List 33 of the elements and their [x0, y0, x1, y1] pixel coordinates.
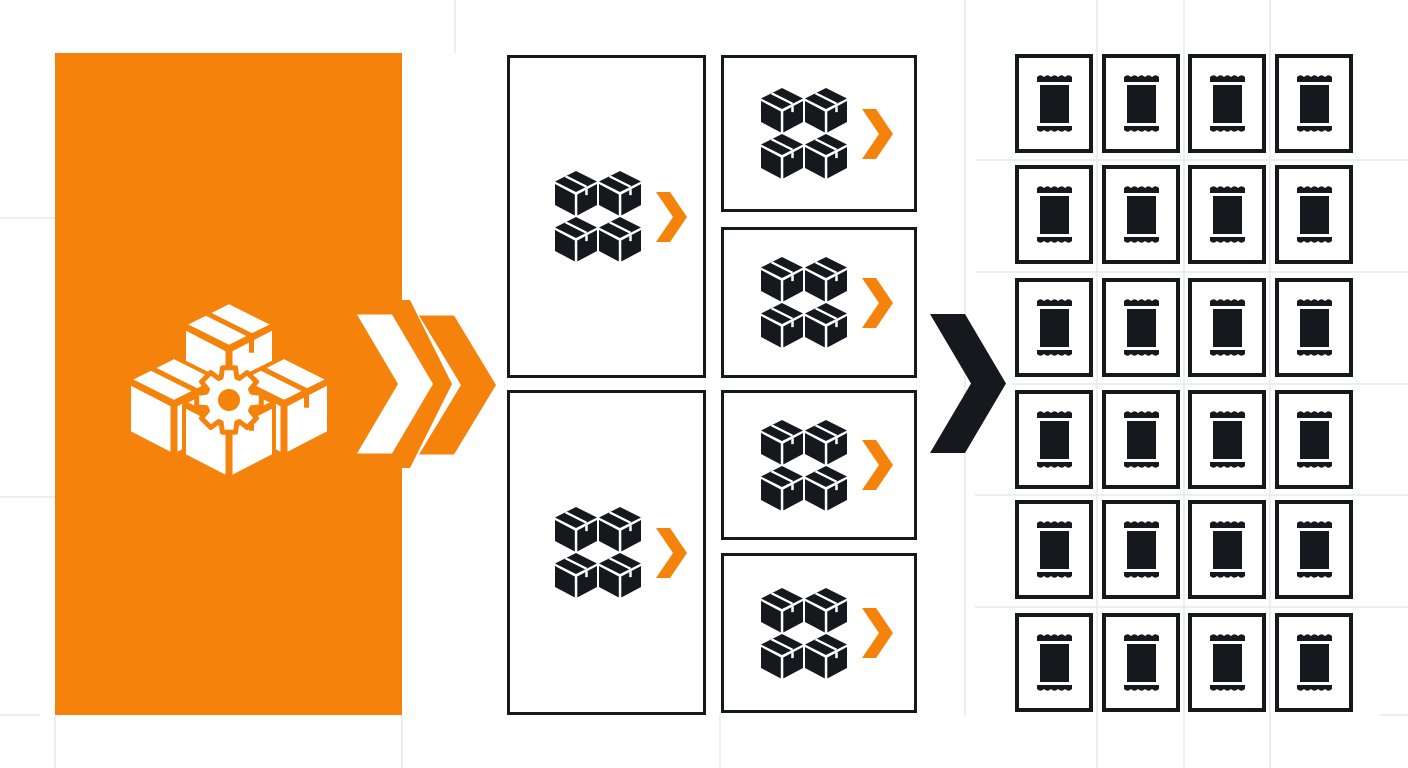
- batch-box: [507, 390, 706, 715]
- item-box: [1102, 390, 1180, 489]
- item-box: [1188, 278, 1266, 377]
- item-box: [1015, 500, 1093, 599]
- item-box: [1015, 165, 1093, 264]
- item-box: [1102, 613, 1180, 712]
- item-box: [1275, 500, 1353, 599]
- item-box: [1188, 390, 1266, 489]
- source-panel: [55, 53, 452, 715]
- item-box: [1015, 613, 1093, 712]
- item-box: [1102, 165, 1180, 264]
- batch-box: [507, 55, 706, 378]
- item-box: [1275, 54, 1353, 153]
- chevron-arrow: [419, 315, 496, 455]
- item-box: [1275, 390, 1353, 489]
- item-box: [1102, 54, 1180, 153]
- batch-box: [721, 390, 917, 540]
- item-box: [1188, 500, 1266, 599]
- item-box: [1275, 613, 1353, 712]
- item-box: [1015, 278, 1093, 377]
- item-box: [1102, 278, 1180, 377]
- item-box: [1275, 278, 1353, 377]
- item-box: [1015, 54, 1093, 153]
- item-box: [1102, 500, 1180, 599]
- item-box: [1015, 390, 1093, 489]
- item-box: [1188, 165, 1266, 264]
- item-box: [1188, 613, 1266, 712]
- batch-box: [721, 227, 917, 378]
- item-box: [1275, 165, 1353, 264]
- batch-box: [721, 55, 917, 212]
- batch-box: [721, 553, 917, 713]
- chevron-arrow: [930, 314, 1006, 453]
- item-box: [1188, 54, 1266, 153]
